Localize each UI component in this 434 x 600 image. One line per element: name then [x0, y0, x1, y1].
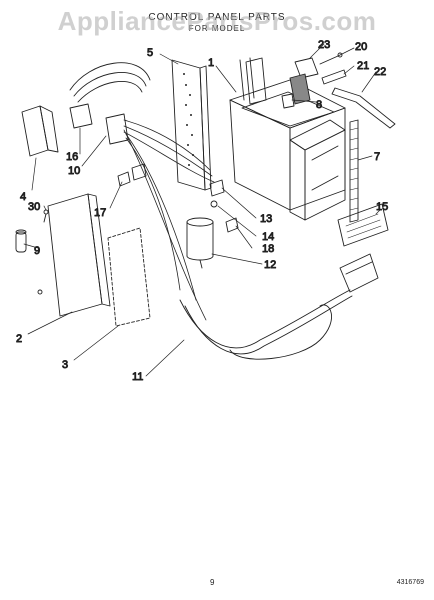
- diagram-subtitle: FOR MODEL: [188, 24, 246, 33]
- leader-lines: [23, 43, 381, 377]
- diagram-title: CONTROL PANEL PARTS: [148, 12, 286, 23]
- part-capacitor-box: [289, 119, 346, 221]
- callout-labels: 5 1 23 20 21 22 8 7 15 16 10 4 30 17 9 1…: [16, 39, 389, 384]
- callout-15: 15: [376, 201, 388, 213]
- part-terminal-block: [105, 113, 129, 145]
- callout-2: 2: [16, 333, 22, 345]
- part-screws: [43, 163, 147, 223]
- callout-23: 23: [318, 39, 330, 51]
- callout-21: 21: [357, 60, 369, 72]
- callout-22: 22: [374, 66, 386, 78]
- callout-16: 16: [66, 151, 78, 163]
- part-terminal-strip: [349, 119, 359, 223]
- callout-30: 30: [28, 201, 40, 213]
- part-cylinder: [15, 229, 43, 295]
- callout-3: 3: [62, 359, 68, 371]
- callout-9: 9: [34, 245, 40, 257]
- part-control-box: [229, 57, 346, 211]
- part-back-panel: [47, 193, 111, 317]
- callout-8: 8: [316, 99, 322, 111]
- part-relay: [281, 93, 295, 109]
- callout-10: 10: [68, 165, 80, 177]
- callout-4: 4: [20, 191, 26, 203]
- part-insulation-panel: [107, 227, 151, 327]
- callout-20: 20: [355, 41, 367, 53]
- part-power-cord: [179, 253, 379, 360]
- part-capacitor: [186, 217, 214, 269]
- diagram-header: CONTROL PANEL PARTS FOR MODEL: [0, 12, 434, 34]
- callout-11: 11: [132, 371, 143, 383]
- part-cover-bracket: [21, 105, 59, 157]
- watermark: AppliancePartsPros.com: [57, 6, 377, 36]
- part-wires: [123, 119, 215, 321]
- document-number: 4316769: [396, 579, 424, 586]
- callout-5: 5: [147, 47, 153, 59]
- callout-13: 13: [260, 213, 272, 225]
- part-wire-harness: [69, 62, 151, 129]
- part-rating-plate: [337, 203, 389, 247]
- part-small-components: [209, 179, 239, 233]
- callout-1: 1: [208, 57, 214, 69]
- callout-7: 7: [374, 151, 380, 163]
- page-number: 9: [210, 578, 215, 587]
- callout-18: 18: [262, 243, 274, 255]
- callout-12: 12: [264, 259, 276, 271]
- callout-14: 14: [262, 231, 274, 243]
- callout-17: 17: [94, 207, 106, 219]
- part-relay-hardware: [289, 52, 396, 129]
